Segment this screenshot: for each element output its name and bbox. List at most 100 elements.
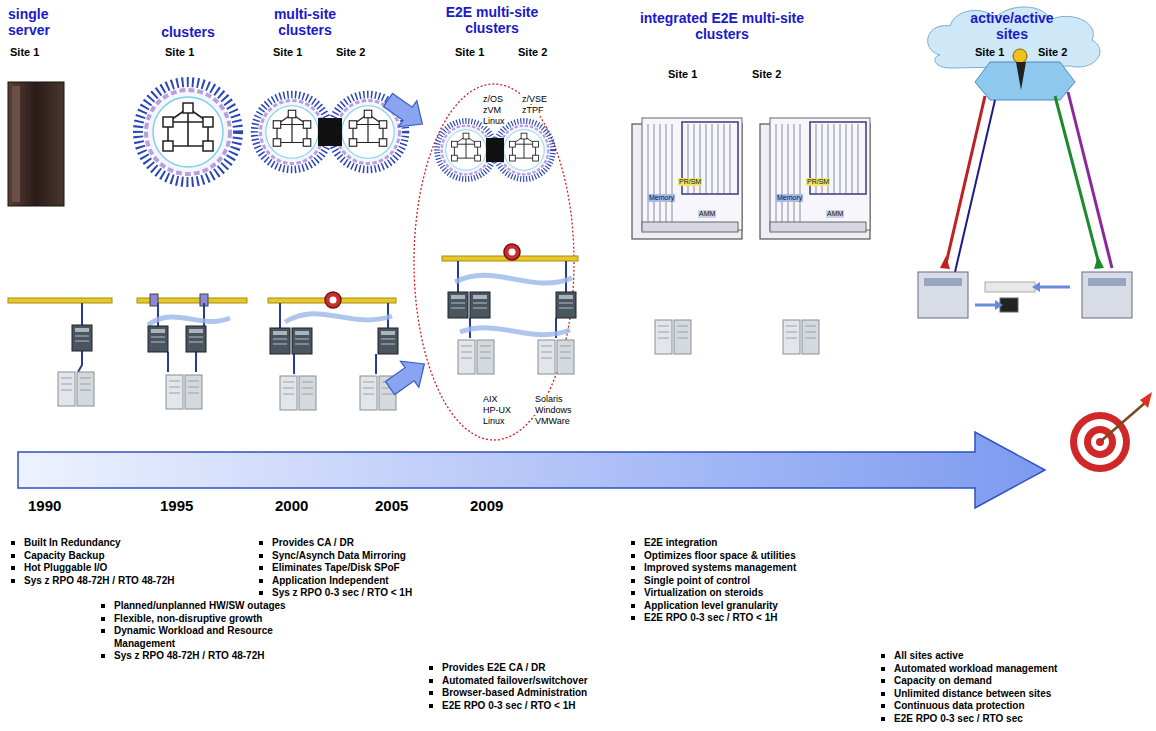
router-node xyxy=(1016,62,1026,90)
bullet-item: Eliminates Tape/Disk SPoF xyxy=(258,562,400,575)
feature-item: Sys z RPO 48-72H / RTO 48-72H xyxy=(24,575,174,588)
year-label: 2009 xyxy=(470,497,503,514)
feature-item: Single point of control xyxy=(644,575,750,588)
swoosh xyxy=(148,317,230,325)
bullet-item: Flexible, non-disruptive growth xyxy=(100,613,292,626)
bullet-item: Single point of control xyxy=(630,575,750,588)
bullet-mark xyxy=(259,566,263,570)
bullet-mark xyxy=(101,654,105,658)
feature-item: Unlimited distance between sites xyxy=(894,688,1051,701)
feature-item: E2E RPO 0-3 sec / RTO < 1H xyxy=(644,612,778,625)
component-label: PR/SM xyxy=(678,178,702,186)
mainframe xyxy=(8,82,64,206)
cloud xyxy=(928,7,1100,68)
bullet-item: Improved systems management xyxy=(630,562,796,575)
bullet-mark xyxy=(11,554,15,558)
feature-item: Application level granularity xyxy=(644,600,778,613)
platform-label: Windows xyxy=(534,405,573,415)
site-label: Site 2 xyxy=(1038,46,1067,59)
bullet-mark xyxy=(631,579,635,583)
bullet-item: Provides CA / DR xyxy=(258,537,354,550)
feature-item: E2E RPO 0-3 sec / RTO sec xyxy=(894,713,1023,726)
swoosh xyxy=(460,328,570,335)
swoosh xyxy=(285,314,392,322)
site-label: Site 1 xyxy=(10,46,39,59)
bullet-mark xyxy=(259,591,263,595)
component-label: Memory xyxy=(648,194,675,202)
bullet-mark xyxy=(429,679,433,683)
bullet-mark xyxy=(101,604,105,608)
feature-item: Hot Pluggable I/O xyxy=(24,562,107,575)
column-heading: E2E multi-site clusters xyxy=(425,4,559,36)
feature-item: Provides E2E CA / DR xyxy=(442,662,546,675)
bullet-item: Sys z RPO 0-3 sec / RTO < 1H xyxy=(258,587,412,600)
site-server xyxy=(1088,278,1126,286)
site-server xyxy=(1082,272,1132,318)
feature-item: Sys z RPO 48-72H / RTO 48-72H xyxy=(114,650,292,663)
site-label: Site 2 xyxy=(336,46,365,59)
site-label: Site 1 xyxy=(975,46,1004,59)
bullet-mark xyxy=(631,616,635,620)
bullet-mark xyxy=(881,704,885,708)
bullet-mark xyxy=(11,579,15,583)
bullet-item: Built In Redundancy xyxy=(10,537,121,550)
feature-item: Application Independent xyxy=(272,575,389,588)
bar-node xyxy=(150,294,158,306)
bullet-item: Sys z RPO 48-72H / RTO 48-72H xyxy=(10,575,174,588)
bullet-item: Virtualization on steroids xyxy=(630,587,763,600)
feature-item: All sites active xyxy=(894,650,963,663)
feature-item: Virtualization on steroids xyxy=(644,587,763,600)
grouping-ellipse xyxy=(414,84,574,440)
coupling-facility xyxy=(318,118,342,146)
year-label: 1990 xyxy=(28,497,61,514)
feature-item: Dynamic Workload and Resource Management xyxy=(114,625,292,650)
bullet-item: Capacity Backup xyxy=(10,550,105,563)
bullet-mark xyxy=(429,666,433,670)
year-label: 2000 xyxy=(275,497,308,514)
feature-item: Planned/unplanned HW/SW outages xyxy=(114,600,292,613)
merge-arrow xyxy=(381,351,434,401)
network-bar xyxy=(8,298,112,303)
bullet-mark xyxy=(429,691,433,695)
bullet-mark xyxy=(259,579,263,583)
platform-label: z/VSE xyxy=(521,94,548,104)
replication-arrow xyxy=(975,287,1070,305)
bullet-mark xyxy=(881,679,885,683)
site-server xyxy=(918,272,968,318)
site-label: Site 1 xyxy=(668,68,697,81)
component-label: AMM xyxy=(698,210,716,218)
feature-item: Provides CA / DR xyxy=(272,537,354,550)
route-line xyxy=(1068,92,1112,268)
arrowhead xyxy=(940,256,950,269)
router-node xyxy=(1013,49,1027,63)
merge-arrow xyxy=(379,87,432,137)
site-label: Site 2 xyxy=(752,68,781,81)
bullet-mark xyxy=(11,541,15,545)
bullet-mark xyxy=(881,717,885,721)
bullet-mark xyxy=(101,629,105,633)
site-label: Site 1 xyxy=(455,46,484,59)
bullet-item: Unlimited distance between sites xyxy=(880,688,1051,701)
route-line xyxy=(945,96,985,268)
feature-item: Eliminates Tape/Disk SPoF xyxy=(272,562,400,575)
bullet-item: Automated workload management xyxy=(880,663,1057,676)
feature-item: Improved systems management xyxy=(644,562,796,575)
platform-label: Linux xyxy=(482,416,506,426)
platform-label: AIX xyxy=(482,394,499,404)
bullet-item: All sites active xyxy=(880,650,963,663)
mainframe-door xyxy=(12,86,20,202)
bullet-mark xyxy=(631,604,635,608)
timeline-arrow xyxy=(18,432,1045,508)
bullet-item: Sync/Asynch Data Mirroring xyxy=(258,550,406,563)
site-label: Site 1 xyxy=(165,46,194,59)
feature-item: E2E integration xyxy=(644,537,717,550)
platform-label: zTPF xyxy=(521,105,545,115)
bullet-item: Provides E2E CA / DR xyxy=(428,662,546,675)
arrowhead xyxy=(1094,256,1104,269)
column-heading: clusters xyxy=(138,24,238,40)
swoosh xyxy=(455,275,572,283)
workload-router xyxy=(975,62,1075,100)
bullet-mark xyxy=(631,541,635,545)
platform-label: Solaris xyxy=(534,394,564,404)
